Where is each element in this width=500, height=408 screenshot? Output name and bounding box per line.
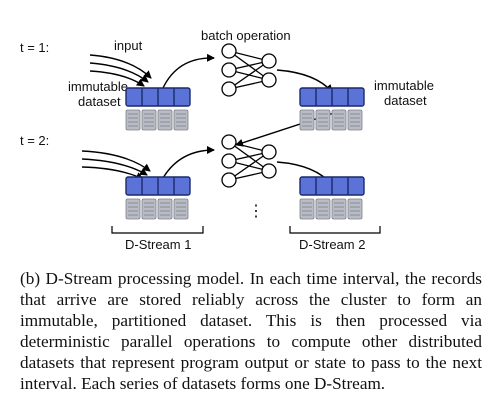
immutable-dataset-label-right-1: immutable [374,78,434,93]
server-icon [331,198,347,220]
immutable-dataset-label-left-1: immutable [68,79,128,94]
dstream2-label: D-Stream 2 [299,237,365,252]
dstream2-bracket [289,226,381,234]
input-arrows-t2 [81,150,151,180]
server-icon [141,109,157,131]
server-icon [125,109,141,131]
dataset-t2-dstream2 [299,176,365,196]
server-icon [299,109,315,131]
dstream1-bracket [111,226,204,234]
immutable-dataset-label-left-2: dataset [78,94,121,109]
batch-operation-label: batch operation [201,28,291,43]
server-icon [347,109,363,131]
input-arrows-t1 [89,54,152,87]
t2-label: t = 2: [20,133,49,148]
server-icon [315,198,331,220]
dataset-t1-dstream1 [125,87,191,107]
server-icon [141,198,157,220]
batch-operation-network-t2 [221,134,277,188]
server-icon [315,109,331,131]
ellipsis: ⋮ [248,203,264,220]
figure-caption: (b) D-Stream processing model. In each t… [20,269,482,393]
server-icon [173,109,189,131]
servers-t2-dstream1 [125,198,189,220]
server-icon [173,198,189,220]
servers-t1-dstream2 [299,109,363,131]
server-icon [125,198,141,220]
server-icon [331,109,347,131]
server-icon [157,109,173,131]
batch-operation-network-t1 [221,43,277,97]
dstream1-label: D-Stream 1 [125,237,191,252]
dataset-t2-dstream1 [125,176,191,196]
servers-t2-dstream2 [299,198,363,220]
t1-label: t = 1: [20,40,49,55]
server-icon [299,198,315,220]
input-label: input [114,38,143,53]
server-icon [157,198,173,220]
server-icon [347,198,363,220]
immutable-dataset-label-right-2: dataset [384,93,427,108]
servers-t1-dstream1 [125,109,189,131]
dataset-t1-dstream2 [299,87,365,107]
